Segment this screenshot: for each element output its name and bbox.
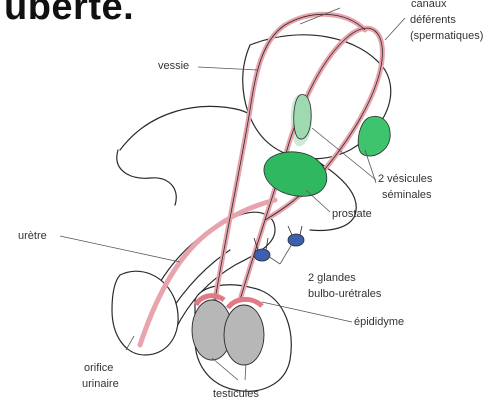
label-prostate: prostate	[332, 208, 372, 221]
pelvis-outline	[117, 150, 176, 205]
label-testicules: testicules	[213, 388, 259, 401]
leader-uretre	[60, 236, 180, 262]
label-spermatiques: (spermatiques)	[410, 30, 483, 43]
label-orifice-line1: orifice	[84, 362, 113, 375]
label-glandes-line1: 2 glandes	[308, 272, 356, 285]
label-epididyme: épididyme	[354, 316, 404, 329]
label-orifice-line2: urinaire	[82, 378, 119, 391]
label-canaux: canaux	[411, 0, 446, 11]
label-glandes-line2: bulbo-urétrales	[308, 288, 381, 301]
label-vessie: vessie	[158, 60, 189, 73]
leader-glandes-a	[268, 256, 280, 264]
seminal-vesicle-left	[294, 95, 311, 139]
leader-canaux-right	[385, 18, 405, 40]
leader-glandes-b	[280, 244, 292, 264]
label-deferents: déférents	[410, 14, 456, 27]
label-vesicules-line2: séminales	[382, 189, 432, 202]
label-vesicules-line1: 2 vésicules	[378, 173, 432, 186]
label-uretre: urètre	[18, 230, 47, 243]
